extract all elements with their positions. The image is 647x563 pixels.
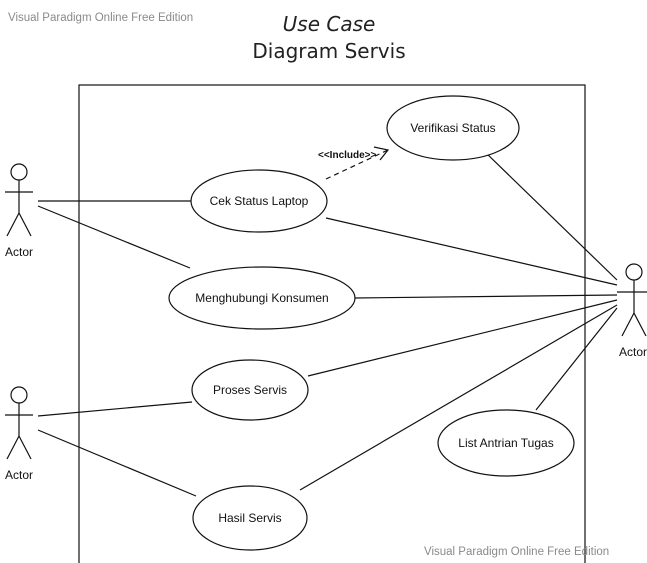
use-case-label: Proses Servis bbox=[213, 383, 287, 397]
assoc-actor3-hasil bbox=[299, 304, 618, 491]
actor-top-left[interactable]: Actor bbox=[5, 163, 33, 259]
actor-head bbox=[625, 263, 643, 281]
include-dashed-line bbox=[325, 149, 389, 180]
assoc-actor2-hasil bbox=[37, 429, 197, 497]
include-dependency: <<Include>> bbox=[318, 146, 390, 180]
actor-right[interactable]: Actor bbox=[617, 263, 647, 359]
associations bbox=[37, 150, 618, 497]
actor-bottom-left[interactable]: Actor bbox=[5, 386, 33, 482]
use-case-ellipse[interactable] bbox=[190, 169, 328, 233]
assoc-actor3-verifikasi bbox=[483, 150, 618, 281]
assoc-actor2-proses bbox=[37, 401, 193, 417]
use-case-ellipse[interactable] bbox=[437, 409, 575, 477]
diagram-title-line2: Diagram Servis bbox=[252, 39, 405, 63]
actor-label: Actor bbox=[5, 468, 33, 482]
use-case-label: Verifikasi Status bbox=[410, 121, 495, 135]
use-case-label: Menghubungi Konsumen bbox=[195, 291, 328, 305]
assoc-actor1-menghubungi bbox=[37, 205, 191, 269]
actor-label: Actor bbox=[5, 245, 33, 259]
use-case-proses-servis[interactable]: Proses Servis bbox=[191, 359, 309, 421]
use-case-verifikasi-status[interactable]: Verifikasi Status bbox=[386, 95, 520, 161]
actor-right-leg bbox=[18, 212, 32, 237]
use-case-ellipse[interactable] bbox=[191, 359, 309, 421]
diagram-title-line1: Use Case bbox=[283, 12, 376, 36]
use-case-label: List Antrian Tugas bbox=[458, 436, 553, 450]
actor-left-leg bbox=[621, 312, 635, 337]
actor-left-leg bbox=[6, 435, 20, 460]
use-case-label: Cek Status Laptop bbox=[210, 194, 309, 208]
use-case-cek-status-laptop[interactable]: Cek Status Laptop bbox=[190, 169, 328, 233]
use-case-ellipse[interactable] bbox=[192, 485, 308, 551]
assoc-actor3-list-antrian bbox=[535, 307, 618, 411]
assoc-actor3-menghubungi bbox=[354, 294, 618, 299]
assoc-actor3-proses bbox=[307, 299, 618, 377]
watermark-bottom: Visual Paradigm Online Free Edition bbox=[424, 546, 609, 558]
use-case-ellipse[interactable] bbox=[168, 266, 356, 330]
assoc-actor3-cek-status bbox=[325, 217, 618, 286]
actor-right-leg bbox=[18, 435, 32, 460]
watermark-top: Visual Paradigm Online Free Edition bbox=[8, 12, 193, 24]
use-case-ellipse[interactable] bbox=[386, 95, 520, 161]
use-case-label: Hasil Servis bbox=[218, 511, 281, 525]
actor-right-leg bbox=[633, 312, 647, 337]
actor-head bbox=[10, 163, 28, 181]
system-boundary bbox=[78, 84, 586, 563]
actor-head bbox=[10, 386, 28, 404]
actor-left-leg bbox=[6, 212, 20, 237]
include-label: <<Include>> bbox=[318, 150, 377, 161]
actor-label: Actor bbox=[619, 345, 647, 359]
include-arrowhead bbox=[373, 146, 390, 161]
use-case-hasil-servis[interactable]: Hasil Servis bbox=[192, 485, 308, 551]
use-case-list-antrian-tugas[interactable]: List Antrian Tugas bbox=[437, 409, 575, 477]
use-case-menghubungi-konsumen[interactable]: Menghubungi Konsumen bbox=[168, 266, 356, 330]
